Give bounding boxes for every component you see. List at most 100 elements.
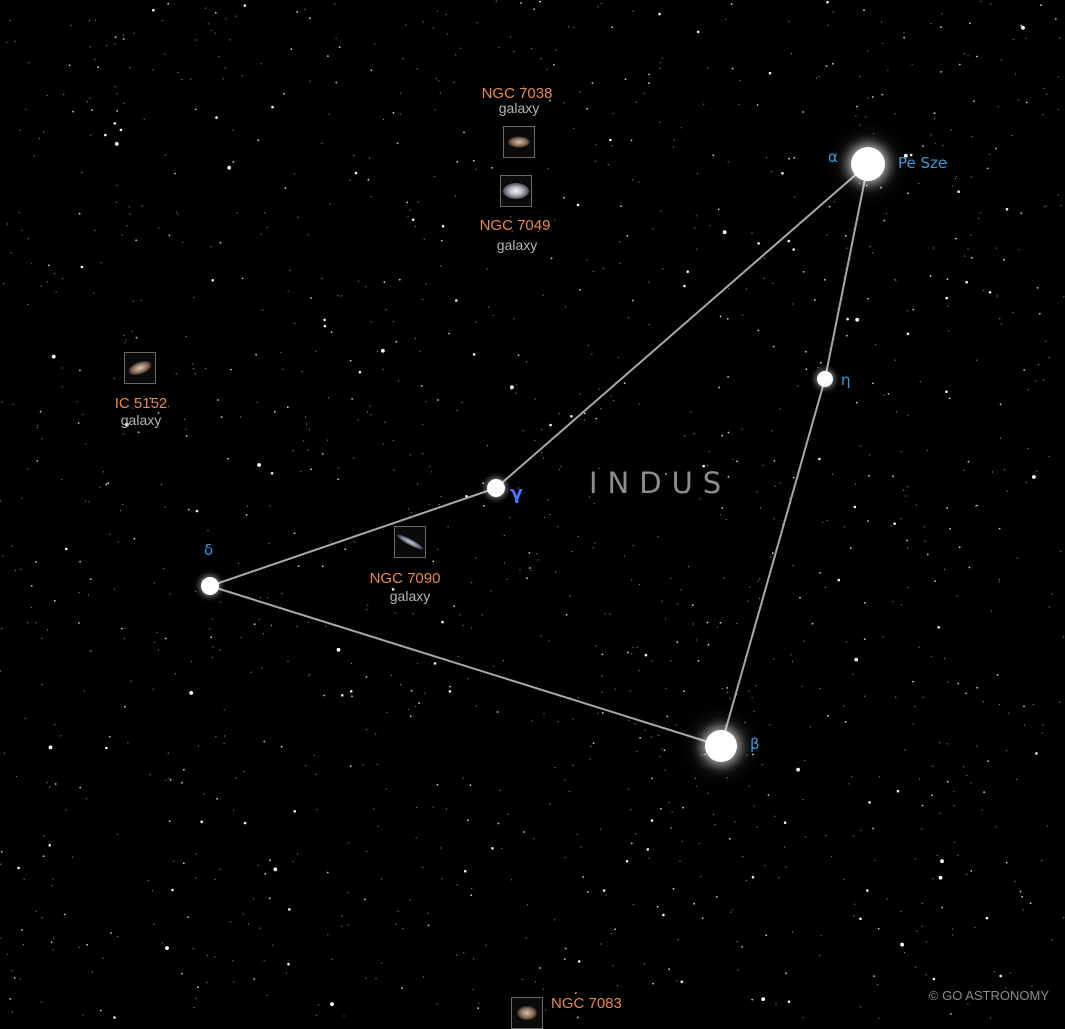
- background-star: [788, 20, 790, 22]
- background-star: [416, 68, 418, 70]
- background-star: [123, 334, 125, 337]
- star-eta[interactable]: [817, 371, 833, 387]
- background-star: [292, 450, 294, 452]
- background-star: [310, 297, 312, 299]
- galaxy-thumbnail-ngc7049[interactable]: [500, 175, 532, 207]
- background-star: [227, 457, 229, 460]
- background-star: [43, 131, 45, 133]
- background-star: [386, 711, 388, 713]
- background-star: [323, 694, 326, 697]
- background-star: [1042, 379, 1045, 381]
- background-star: [954, 237, 957, 240]
- background-star: [343, 1015, 345, 1017]
- background-star: [592, 270, 594, 272]
- background-star: [1021, 896, 1024, 898]
- background-star: [273, 410, 276, 413]
- star-delta[interactable]: [201, 577, 219, 595]
- background-star: [131, 330, 133, 332]
- background-star: [802, 111, 805, 113]
- star-gamma[interactable]: [487, 479, 505, 497]
- background-star: [595, 645, 597, 647]
- galaxy-thumbnail-ngc7038[interactable]: [503, 126, 535, 158]
- background-star: [550, 257, 553, 260]
- background-star: [676, 603, 679, 605]
- background-star: [456, 954, 458, 956]
- star-beta-symbol: β: [750, 735, 760, 753]
- background-star: [765, 934, 768, 937]
- object-ngc7049-type: galaxy: [496, 237, 538, 253]
- background-star: [610, 395, 612, 397]
- background-star: [787, 1000, 791, 1003]
- background-star: [153, 582, 155, 584]
- line-delta-beta: [209, 585, 722, 747]
- background-star: [727, 376, 729, 378]
- background-star: [90, 134, 92, 136]
- background-star: [767, 794, 770, 796]
- background-star: [174, 673, 176, 675]
- background-star: [321, 565, 324, 568]
- background-star: [268, 542, 270, 544]
- background-star: [934, 580, 937, 582]
- background-star: [560, 465, 562, 467]
- background-star: [51, 884, 53, 887]
- background-star: [1018, 99, 1020, 101]
- background-star: [455, 54, 457, 56]
- background-star: [259, 927, 261, 929]
- background-star: [865, 184, 868, 187]
- background-star: [88, 501, 90, 503]
- background-star: [818, 76, 820, 78]
- background-star: [526, 577, 528, 580]
- background-star: [409, 715, 412, 718]
- background-star: [756, 826, 758, 828]
- background-star: [414, 225, 416, 228]
- background-star: [609, 613, 611, 615]
- background-star: [903, 32, 905, 34]
- background-star: [478, 1002, 480, 1004]
- background-star: [1027, 388, 1029, 391]
- background-star: [952, 934, 954, 936]
- background-star: [662, 913, 665, 917]
- background-star: [953, 791, 955, 793]
- background-star: [882, 42, 884, 45]
- background-star: [651, 777, 653, 780]
- background-star: [1027, 448, 1029, 450]
- background-star: [802, 271, 805, 273]
- background-star: [121, 234, 123, 236]
- background-star: [175, 211, 177, 213]
- background-star: [726, 687, 729, 689]
- background-star: [553, 919, 556, 921]
- background-star: [571, 551, 573, 553]
- background-star: [183, 768, 185, 771]
- star-alpha[interactable]: [851, 147, 885, 181]
- background-star: [869, 246, 871, 248]
- background-star: [781, 172, 784, 175]
- background-star: [114, 43, 116, 45]
- background-star: [935, 143, 937, 145]
- background-star: [752, 753, 754, 756]
- background-star: [993, 971, 996, 973]
- star-beta[interactable]: [705, 730, 737, 762]
- background-star: [520, 2, 522, 4]
- background-star: [995, 147, 997, 150]
- background-star: [11, 1011, 13, 1013]
- background-star: [953, 805, 955, 807]
- background-star: [855, 317, 860, 322]
- galaxy-thumbnail-ic5152[interactable]: [124, 352, 156, 384]
- background-star: [393, 320, 395, 322]
- background-star: [214, 11, 217, 14]
- background-star: [998, 703, 1000, 706]
- background-star: [433, 662, 437, 665]
- background-star: [954, 841, 956, 844]
- background-star: [263, 740, 266, 743]
- background-star: [579, 393, 581, 395]
- background-star: [1019, 890, 1022, 893]
- background-star: [1021, 25, 1025, 30]
- galaxy-thumbnail-ngc7090[interactable]: [394, 526, 426, 558]
- background-star: [47, 281, 49, 283]
- background-star: [165, 779, 167, 781]
- background-star: [55, 291, 57, 293]
- background-star: [695, 215, 697, 217]
- background-star: [586, 891, 589, 893]
- galaxy-thumbnail-ngc7083[interactable]: [511, 997, 543, 1029]
- background-star: [765, 156, 768, 159]
